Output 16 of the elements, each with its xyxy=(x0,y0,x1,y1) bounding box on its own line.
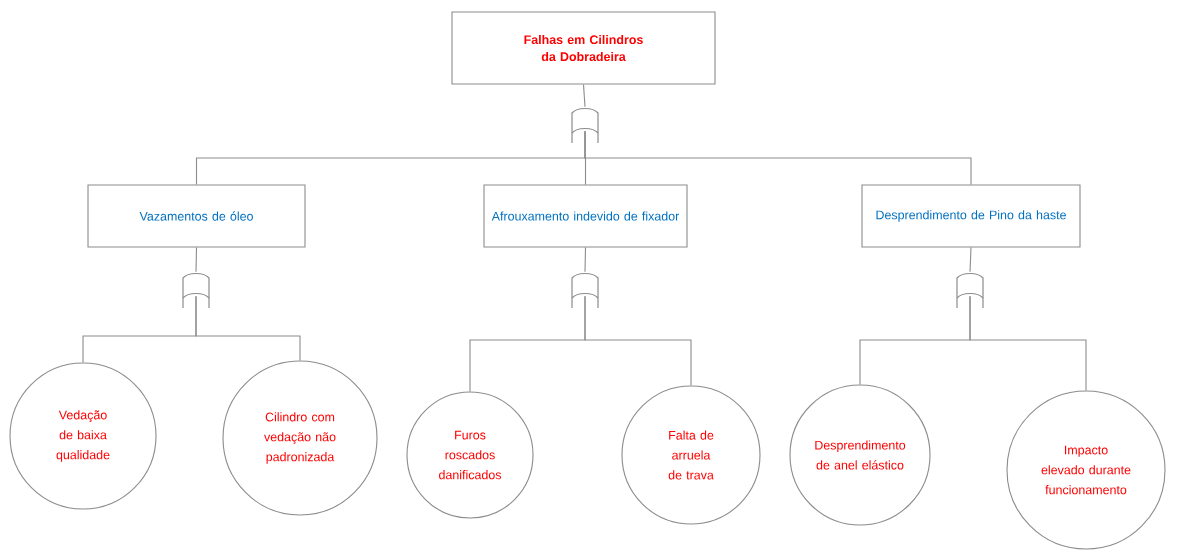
connector-line xyxy=(584,130,972,185)
connector-line xyxy=(195,295,301,361)
connector-line xyxy=(969,295,1087,391)
event-box: Afrouxamento indevido de fixador xyxy=(483,184,688,248)
event-box: Vazamentos de óleo xyxy=(87,184,306,248)
or-gate xyxy=(182,272,210,309)
or-gate xyxy=(956,272,984,309)
or-gate xyxy=(571,107,599,144)
event-box: Desprendimento de Pino da haste xyxy=(861,184,1081,248)
connector-line xyxy=(969,247,972,273)
event-box: Falhas em Cilindros da Dobradeira xyxy=(451,11,716,85)
connector-line xyxy=(584,247,587,273)
connector-line xyxy=(582,84,586,108)
or-gate xyxy=(571,272,599,309)
connector-line xyxy=(584,295,692,386)
connector-line xyxy=(195,247,198,273)
